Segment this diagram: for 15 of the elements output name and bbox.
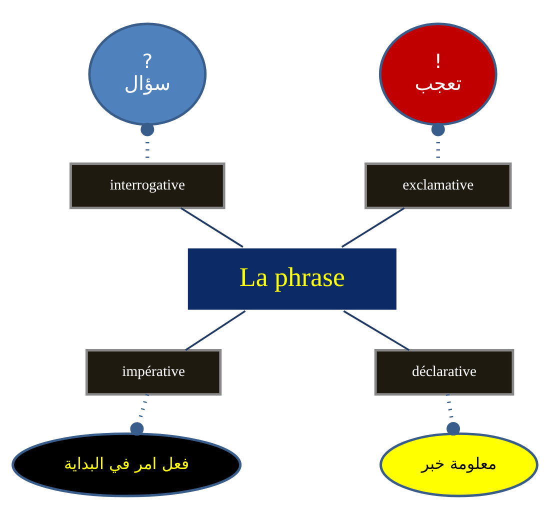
node-box: exclamative bbox=[364, 162, 512, 209]
node-box: interrogative bbox=[70, 162, 226, 209]
connector bbox=[341, 206, 405, 248]
node-ellipse: معلومة خبر bbox=[380, 432, 538, 497]
connector bbox=[185, 310, 246, 350]
node-box: La phrase bbox=[185, 245, 399, 312]
connector bbox=[343, 310, 410, 350]
connector bbox=[180, 206, 244, 248]
connector bbox=[446, 394, 460, 436]
node-box: déclarative bbox=[374, 348, 514, 396]
node-ellipse: ! تعجب bbox=[378, 22, 498, 126]
connector bbox=[130, 393, 150, 436]
node-ellipse: فعل امر في البداية bbox=[12, 432, 242, 497]
node-box: impérative bbox=[85, 348, 222, 396]
node-ellipse: ? سؤال bbox=[88, 22, 207, 126]
